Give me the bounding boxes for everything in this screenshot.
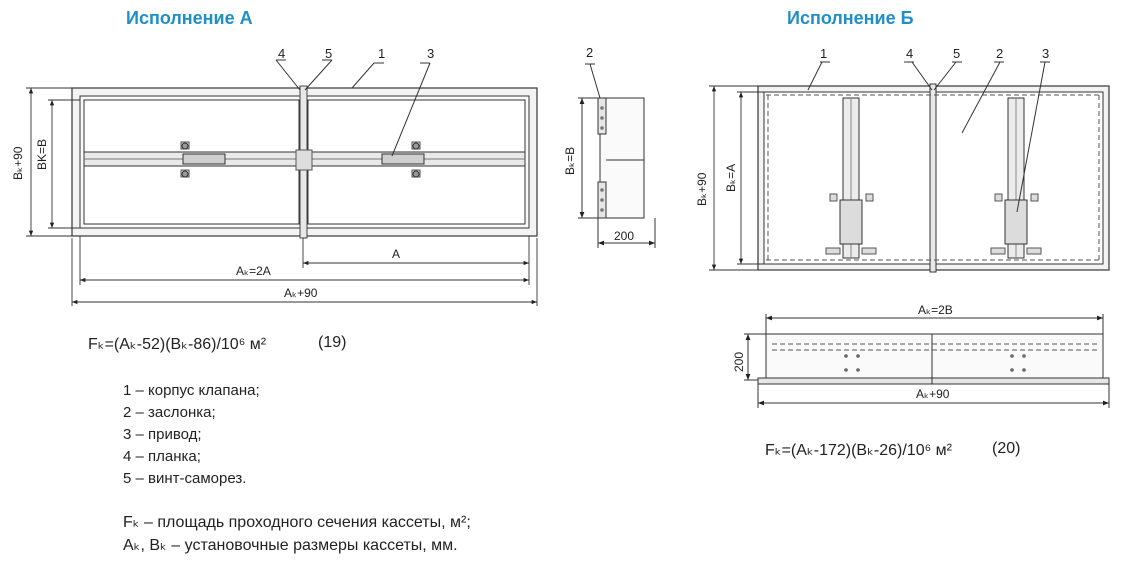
- variant-a-side-view: [578, 63, 656, 248]
- callout-b-5: 5: [953, 46, 960, 61]
- dim-b-height-outer: Bₖ+90: [695, 172, 709, 206]
- dim-a-width-a: A: [392, 247, 400, 261]
- callout-b-2: 2: [996, 46, 1003, 61]
- callout-a-1: 1: [378, 46, 385, 61]
- legend-item: 1 – корпус клапана;: [123, 382, 260, 399]
- dim-a-height-outer: Bₖ+90: [11, 146, 25, 180]
- callout-b-4: 4: [906, 46, 913, 61]
- callout-b-1: 1: [820, 46, 827, 61]
- top-view-bolts: [844, 354, 1026, 372]
- callout-a-4: 4: [278, 46, 285, 61]
- formula-a: Fₖ=(Aₖ-52)(Bₖ-86)/10⁶ м²: [88, 336, 267, 353]
- legend-item: 4 – планка;: [123, 448, 201, 465]
- legend-item: 3 – привод;: [123, 426, 202, 443]
- legend-item: 5 – винт-саморез.: [123, 470, 247, 487]
- side-view-bolts: [600, 106, 604, 212]
- dim-b-width-ak90: Aₖ+90: [916, 387, 950, 401]
- variant-b-top-view: [744, 314, 1110, 408]
- formula-b: Fₖ=(Aₖ-172)(Bₖ-26)/10⁶ м²: [765, 442, 952, 459]
- callout-a-3: 3: [427, 46, 434, 61]
- dim-b-depth: 200: [732, 352, 746, 372]
- variant-a-front-view: [71, 85, 538, 239]
- legend-item: 2 – заслонка;: [123, 404, 216, 421]
- title-variant-b: Исполнение Б: [787, 8, 914, 28]
- note-fk: Fₖ – площадь проходного сечения кассеты,…: [123, 514, 471, 531]
- formula-a-number: (19): [318, 334, 347, 351]
- dim-a-side-depth: 200: [614, 229, 634, 243]
- variant-b-dimensions: [709, 85, 764, 271]
- note-ak-bk: Aₖ, Bₖ – установочные размеры кассеты, м…: [123, 537, 458, 554]
- variant-a-dimensions: [26, 87, 538, 306]
- title-variant-a: Исполнение А: [126, 8, 253, 28]
- callout-a-5: 5: [325, 46, 332, 61]
- dim-a-side-height: Bₖ=B: [563, 147, 577, 175]
- variant-b-front-view: [757, 83, 1110, 273]
- dim-a-width-ak90: Aₖ+90: [284, 286, 318, 300]
- variant-a-callouts: [275, 59, 431, 157]
- formula-b-number: (20): [992, 440, 1021, 457]
- dim-a-width-ak: Aₖ=2A: [236, 264, 271, 278]
- dim-b-height-inner: Bₖ=A: [724, 164, 738, 192]
- variant-b-callouts: [807, 61, 1050, 213]
- dim-b-width-ak: Aₖ=2B: [918, 303, 953, 317]
- callout-b-3: 3: [1042, 46, 1049, 61]
- dim-a-height-inner: BK=B: [35, 139, 49, 170]
- callout-a-side-2: 2: [586, 45, 593, 60]
